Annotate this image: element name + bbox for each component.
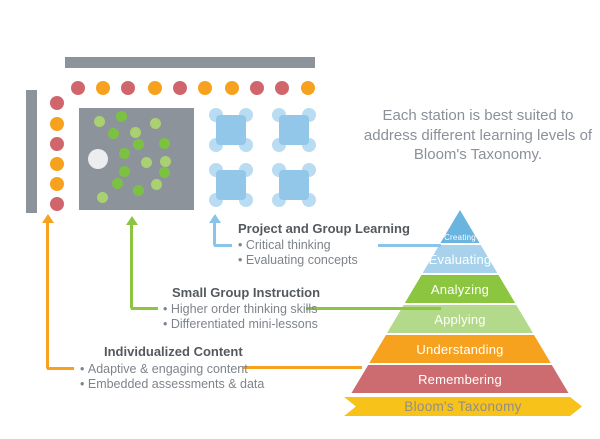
station-bullet: Embedded assessments & data xyxy=(80,377,265,391)
carpet-student-dot xyxy=(159,155,171,167)
seat-dot-red xyxy=(50,96,64,110)
pyramid-level-analyzing: Analyzing xyxy=(404,275,516,303)
connector-green-elbow xyxy=(131,307,158,310)
pyramid-level-creating: Creating xyxy=(440,210,480,243)
carpet-student-dot xyxy=(132,138,144,150)
blooms-taxonomy-banner: Bloom's Taxonomy xyxy=(344,397,582,416)
seat-dot-orange xyxy=(225,81,239,95)
seat-dot-red xyxy=(71,81,85,95)
seat-dot-red xyxy=(50,197,64,211)
carpet-student-dot xyxy=(140,156,152,168)
station-title-individualized-content: Individualized Content xyxy=(104,344,243,359)
seat-dot-orange xyxy=(96,81,110,95)
desk-table xyxy=(279,115,309,145)
station-title-small-group-instruction: Small Group Instruction xyxy=(172,285,321,300)
arrow-up-icon-green xyxy=(126,216,138,225)
carpet-student-dot xyxy=(118,165,130,177)
whiteboard-top-bar xyxy=(65,57,315,68)
intro-line-1: Each station is best suited to xyxy=(382,107,574,124)
carpet-student-dot xyxy=(111,177,123,189)
connector-green-to-pyramid xyxy=(306,307,441,310)
desk-table xyxy=(216,115,246,145)
carpet-student-dot xyxy=(93,115,105,127)
seat-dot-red xyxy=(250,81,264,95)
connector-orange-to-pyramid xyxy=(243,366,362,369)
station-bullet: Higher order thinking skills xyxy=(163,302,318,316)
seat-dot-orange xyxy=(50,117,64,131)
banner-label: Bloom's Taxonomy xyxy=(404,399,522,414)
carpet-student-dot xyxy=(149,117,161,129)
station-bullet: Differentiated mini-lessons xyxy=(163,317,318,331)
pyramid-level-evaluating: Evaluating xyxy=(422,245,498,273)
seat-dot-orange xyxy=(301,81,315,95)
seat-dot-red xyxy=(275,81,289,95)
carpet-student-dot xyxy=(158,137,170,149)
desk-table xyxy=(216,170,246,200)
seat-dot-orange xyxy=(148,81,162,95)
seat-dot-orange xyxy=(198,81,212,95)
carpet-student-dot xyxy=(107,127,119,139)
pyramid-level-remembering: Remembering xyxy=(351,365,569,393)
carpet-student-dot xyxy=(115,110,127,122)
whiteboard-left-bar xyxy=(26,90,37,213)
seat-dot-red xyxy=(50,137,64,151)
teacher-circle xyxy=(88,149,108,169)
arrow-up-icon-orange xyxy=(42,214,54,223)
intro-text: Each station is best suited to address d… xyxy=(360,106,596,165)
connector-blue-elbow xyxy=(214,244,232,247)
connector-orange-elbow xyxy=(47,367,74,370)
pyramid-level-understanding: Understanding xyxy=(369,335,551,363)
station-bullet: Critical thinking xyxy=(238,238,331,252)
connector-orange-vertical xyxy=(46,223,49,370)
station-title-project-group-learning: Project and Group Learning xyxy=(238,221,410,236)
connector-blue-vertical xyxy=(213,222,216,247)
seat-dot-orange xyxy=(50,177,64,191)
carpet-student-dot xyxy=(150,178,162,190)
seat-dot-orange xyxy=(50,157,64,171)
seat-dot-red xyxy=(173,81,187,95)
seat-dot-red xyxy=(121,81,135,95)
station-bullet: Adaptive & engaging content xyxy=(80,362,248,376)
station-bullet: Evaluating concepts xyxy=(238,253,358,267)
carpet-student-dot xyxy=(118,147,130,159)
intro-line-3: Bloom's Taxonomy. xyxy=(413,146,543,163)
carpet-student-dot xyxy=(96,191,108,203)
intro-line-2: address different learning levels of xyxy=(363,126,593,144)
connector-green-vertical xyxy=(130,225,133,310)
carpet-student-dot xyxy=(129,126,141,138)
carpet-student-dot xyxy=(158,166,170,178)
connector-blue-to-pyramid xyxy=(378,244,441,247)
arrow-up-icon-blue xyxy=(209,214,221,223)
carpet-student-dot xyxy=(132,184,144,196)
desk-table xyxy=(279,170,309,200)
